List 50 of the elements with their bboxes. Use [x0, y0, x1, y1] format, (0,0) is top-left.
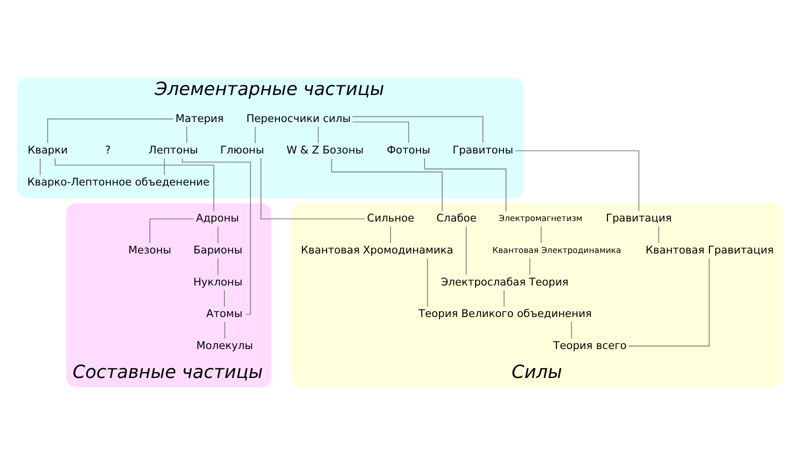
node-text: Глюоны [220, 144, 264, 156]
connector [628, 258, 710, 346]
node-text: Гравитация [606, 212, 672, 224]
node-text: Лептоны [148, 144, 198, 156]
connector [658, 226, 660, 243]
node-text: Квантовая Гравитация [646, 244, 774, 256]
connector [466, 226, 467, 275]
node-text: Кварки [28, 144, 68, 156]
node-text: Теория Великого объединения [418, 308, 592, 320]
connector [352, 116, 484, 143]
label: ? [105, 144, 111, 156]
node-text: Фотоны [386, 144, 430, 156]
node-text: Квантовая Хромодинамика [300, 244, 454, 256]
connector [47, 118, 174, 143]
connector [149, 218, 194, 243]
node-text: Барионы [193, 244, 242, 256]
connector [40, 158, 41, 175]
node-text: W & Z Бозоны [286, 144, 364, 156]
node-text: Слабое [436, 212, 476, 224]
connector [260, 158, 366, 219]
connector [424, 157, 506, 212]
connector [318, 126, 319, 144]
connector [224, 321, 226, 338]
node-text: Атомы [206, 308, 242, 320]
node-text: Адроны [196, 212, 240, 224]
node-text: Материя [176, 112, 224, 124]
node-text: Нуклоны [193, 276, 242, 288]
node-text: Переносчики силы [246, 112, 351, 124]
node-text: Электромагнетизм [498, 212, 582, 222]
connector [254, 126, 256, 144]
connector [540, 226, 542, 243]
node-text: Сильное [367, 212, 414, 224]
node-text: Молекулы [196, 339, 254, 352]
connector [529, 257, 530, 275]
node-text: Мезоны [128, 244, 172, 256]
node-text: Квантовая Электродинамика [492, 244, 622, 254]
connector [390, 226, 391, 243]
node-text: Электрослабая Теория [440, 276, 568, 288]
connector [427, 258, 428, 306]
node-text: Теория всего [553, 339, 627, 352]
connector [331, 157, 443, 212]
connector [186, 126, 188, 144]
connector [224, 289, 225, 307]
connector [352, 121, 410, 143]
node-text: Кварко-Лептонное объеденение [27, 176, 210, 188]
node-text: Гравитоны [452, 144, 514, 156]
connector [54, 158, 214, 212]
connector [164, 158, 165, 175]
connector [571, 321, 572, 338]
connector [515, 150, 640, 211]
